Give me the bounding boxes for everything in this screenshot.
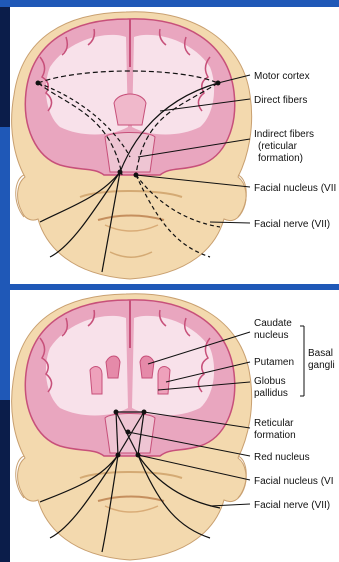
label-basal: Basal xyxy=(308,348,333,359)
label-caudate-line2: nucleus xyxy=(254,330,288,341)
bottom-panel: Caudate nucleus Putamen Globus pallidus … xyxy=(10,290,339,562)
dark-edge-bottom xyxy=(0,400,10,562)
label-caudate: Caudate xyxy=(254,318,292,329)
label-indirect-fibers-line3: formation) xyxy=(258,153,303,164)
top-panel: Motor cortex Direct fibers Indirect fibe… xyxy=(10,7,339,284)
label-reticular-line2: formation xyxy=(254,430,296,441)
label-indirect-fibers: Indirect fibers xyxy=(254,129,314,140)
label-facial-nerve: Facial nerve (VII) xyxy=(254,500,330,511)
label-globus-line2: pallidus xyxy=(254,388,288,399)
label-putamen: Putamen xyxy=(254,357,294,368)
top-diagram: Motor cortex Direct fibers Indirect fibe… xyxy=(10,7,339,284)
bottom-diagram: Caudate nucleus Putamen Globus pallidus … xyxy=(10,290,339,562)
label-facial-nerve: Facial nerve (VII) xyxy=(254,219,330,230)
label-indirect-fibers-line2: (reticular xyxy=(258,141,298,152)
label-red-nucleus: Red nucleus xyxy=(254,452,310,463)
label-facial-nucleus: Facial nucleus (VII xyxy=(254,183,336,194)
label-motor-cortex: Motor cortex xyxy=(254,71,310,82)
label-facial-nucleus: Facial nucleus (VI xyxy=(254,476,333,487)
dark-edge-top xyxy=(0,7,10,127)
label-direct-fibers: Direct fibers xyxy=(254,95,307,106)
label-globus: Globus xyxy=(254,376,286,387)
label-reticular: Reticular xyxy=(254,418,294,429)
label-basal-line2: gangli xyxy=(308,360,335,371)
